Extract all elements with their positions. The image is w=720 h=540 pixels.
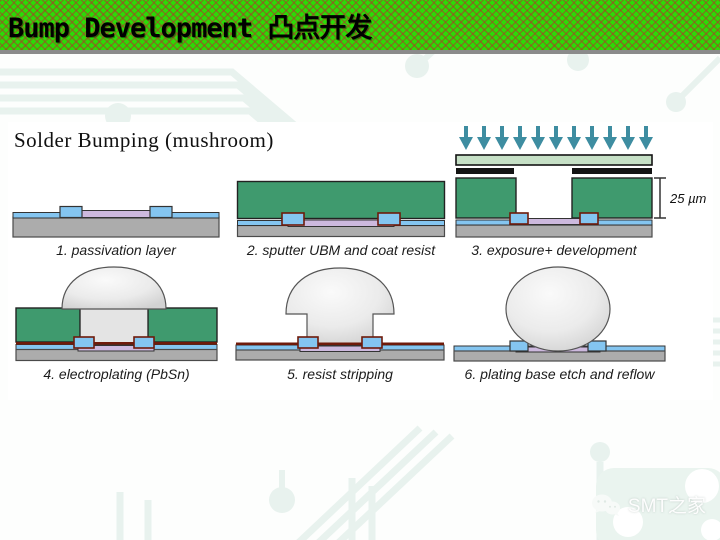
slide-header: Bump Development 凸点开发 — [0, 0, 720, 54]
step-6-diagram — [453, 266, 666, 362]
resist-block-right — [571, 177, 653, 219]
photomask-plate — [455, 154, 653, 166]
step-3-diagram: 25 µm — [455, 126, 706, 238]
uv-exposure-arrows-icon — [459, 126, 653, 150]
resist-layer — [236, 180, 446, 220]
diagram-panel: Solder Bumping (mushroom) 1. passivation… — [8, 122, 713, 400]
step-5-diagram — [235, 267, 445, 361]
step-4-caption: 4. electroplating (PbSn) — [43, 366, 190, 382]
passivation-step-left — [509, 340, 529, 352]
step-4-diagram — [15, 266, 218, 362]
ubm-step-right — [361, 336, 383, 349]
step-3-caption: 3. exposure+ development — [471, 242, 637, 258]
passivation-step-left — [59, 205, 83, 219]
resist-block-left — [15, 307, 81, 343]
watermark-label: SMT之家 — [627, 496, 706, 517]
step-6-etch-and-reflow: 6. plating base etch and reflow — [452, 262, 667, 382]
solder-mushroom-cap — [61, 266, 167, 310]
solder-mushroom — [285, 267, 395, 345]
step-5-caption: 5. resist stripping — [287, 366, 393, 382]
step-1-caption: 1. passivation layer — [56, 242, 176, 258]
ubm-step-right — [579, 212, 599, 225]
step-1-diagram — [12, 205, 220, 238]
step-6-caption: 6. plating base etch and reflow — [464, 366, 655, 382]
watermark: SMT之家 — [591, 491, 706, 518]
diagram-title: Solder Bumping (mushroom) — [14, 128, 274, 152]
slide-header-title: Bump Development 凸点开发 — [8, 12, 372, 44]
mask-segment-left — [456, 168, 514, 174]
step-2-diagram — [236, 180, 446, 238]
ubm-step-right — [133, 336, 155, 349]
ubm-step-left — [509, 212, 529, 225]
passivation-step-right — [587, 340, 607, 352]
step-3-exposure-development: 25 µm 3. exposure+ development — [454, 124, 706, 258]
resist-block-left — [455, 177, 517, 219]
ubm-step-left — [281, 212, 305, 226]
dimension-marker — [654, 177, 666, 219]
resist-block-right — [147, 307, 218, 343]
dimension-label: 25 µm — [669, 191, 706, 206]
mask-segment-right — [572, 168, 652, 174]
step-4-electroplating: 4. electroplating (PbSn) — [14, 262, 219, 382]
ubm-step-right — [377, 212, 401, 226]
substrate — [236, 224, 446, 238]
ubm-step-left — [73, 336, 95, 349]
step-5-resist-stripping: 5. resist stripping — [234, 262, 446, 382]
passivation-step-right — [149, 205, 173, 219]
step-1-passivation-layer: 1. passivation layer — [12, 204, 220, 258]
ubm-plating-base — [236, 342, 444, 346]
step-2-caption: 2. sputter UBM and coat resist — [246, 242, 436, 258]
solder-ball — [505, 266, 611, 352]
substrate — [455, 224, 653, 238]
ubm-plating-base — [16, 342, 217, 345]
step-2-sputter-ubm-coat-resist: 2. sputter UBM and coat resist — [236, 180, 446, 258]
substrate — [12, 216, 220, 238]
wechat-icon — [591, 494, 620, 516]
ubm-step-left — [297, 336, 319, 349]
